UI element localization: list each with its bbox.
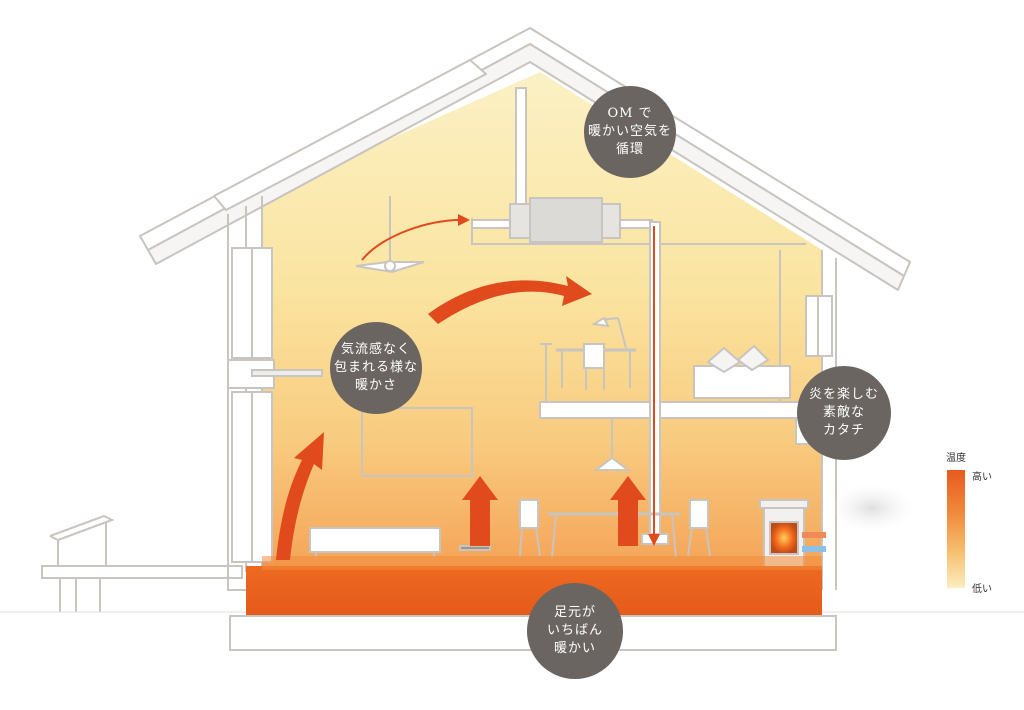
bubble-om-circulation: OM で 暖かい空気を 循環 — [584, 86, 676, 178]
warm-interior — [262, 72, 822, 566]
bubble-airflow-line1: 気流感なく — [340, 342, 411, 357]
bubble-airflow-line3: 暖かさ — [354, 378, 397, 393]
bubble-om-line2: 暖かい空気を — [587, 124, 672, 139]
bubble-airflow: 気流感なく 包まれる様な 暖かさ — [330, 322, 422, 414]
bubble-floor: 足元が いちばん 暖かい — [527, 583, 623, 679]
terrace — [41, 514, 243, 612]
bubble-om-line3: 循環 — [615, 142, 644, 157]
arrow-up-dining — [610, 476, 646, 546]
smoke — [830, 484, 914, 532]
arrow-left-rise — [276, 432, 324, 560]
legend-title: 温度 — [946, 453, 966, 464]
warm-air-arrows — [276, 276, 646, 560]
bubble-floor-line3: 暖かい — [553, 641, 596, 656]
bubble-fireplace: 炎を楽しむ 素敵な カタチ — [797, 366, 891, 460]
legend-low-label: 低い — [972, 584, 992, 595]
circulation-line-head — [458, 214, 470, 226]
legend-high-label: 高い — [972, 472, 992, 483]
ceiling-fan — [355, 196, 425, 274]
bubble-floor-line2: いちばん — [546, 623, 603, 638]
ground-floor — [309, 407, 711, 559]
bubble-floor-line1: 足元が — [553, 605, 596, 620]
bubble-fireplace-line2: 素敵な — [822, 405, 865, 420]
left-windows — [227, 247, 323, 563]
bubble-om-line1: OM で — [607, 106, 653, 121]
bubble-fireplace-line1: 炎を楽しむ — [808, 387, 879, 402]
bubble-airflow-line2: 包まれる様な — [333, 360, 418, 375]
circulation-line — [361, 219, 655, 540]
arrow-curve-up — [428, 276, 592, 324]
loft — [539, 250, 823, 419]
circulation-down-head — [648, 534, 660, 546]
arrow-up-center — [462, 476, 498, 546]
temperature-gradient-bar — [947, 470, 965, 588]
roof — [139, 27, 911, 291]
bubble-fireplace-line3: カタチ — [822, 423, 865, 438]
